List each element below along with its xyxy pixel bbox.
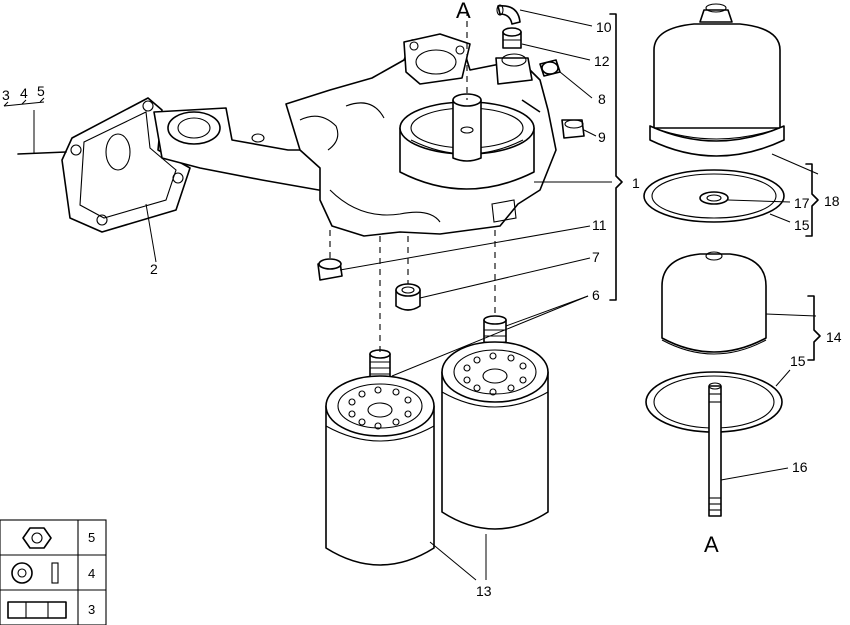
callout-2: 2 (150, 261, 158, 277)
callout-13: 13 (476, 583, 492, 599)
callout-16: 16 (792, 459, 808, 475)
callout-labels: A A 10 12 8 9 1 11 7 6 2 13 17 18 15 14 … (2, 0, 842, 599)
callout-15-lower: 15 (790, 353, 806, 369)
legend-number-5: 5 (88, 530, 95, 545)
spin-on-filter-left (325, 375, 435, 566)
plug-8 (539, 59, 561, 77)
elbow-fitting-10 (496, 4, 521, 25)
callout-9: 9 (598, 129, 606, 145)
leader-lines (145, 9, 819, 581)
sleeve-7 (395, 283, 421, 311)
callout-7: 7 (592, 249, 600, 265)
union-fitting-12 (502, 27, 522, 49)
seal-ring-15-upper (643, 169, 785, 223)
callout-12: 12 (594, 53, 610, 69)
bracket-part-14 (807, 295, 821, 361)
callout-17: 17 (794, 195, 810, 211)
callout-1: 1 (632, 175, 640, 191)
plug-11 (317, 258, 343, 281)
callout-6: 6 (592, 287, 600, 303)
filter-cartridge-14 (661, 251, 767, 355)
bracket-part-18 (805, 163, 819, 237)
legend-number-4: 4 (88, 566, 95, 581)
nipple-6-right (483, 315, 507, 347)
callout-18: 18 (824, 193, 840, 209)
washer-pin-icon (11, 562, 59, 584)
callout-11: 11 (592, 217, 607, 233)
section-marker-top: A (456, 0, 471, 23)
callout-14: 14 (826, 329, 842, 345)
callout-10: 10 (596, 19, 612, 35)
center-stud-16 (708, 382, 722, 517)
bracket-icon (7, 601, 67, 619)
filter-bowl-18 (649, 3, 785, 157)
callout-8: 8 (598, 91, 606, 107)
legend-table: 5 4 3 (0, 519, 107, 625)
bolt-9 (521, 99, 585, 139)
spin-on-filter-right (441, 341, 549, 530)
callout-3: 3 (2, 87, 10, 103)
filter-head-housing (153, 33, 557, 237)
assembly-lines (329, 10, 496, 352)
nipple-6-left (369, 349, 391, 379)
bracket-part-1 (609, 13, 623, 301)
callout-4: 4 (20, 85, 28, 101)
callout-15-upper: 15 (794, 217, 810, 233)
bolt-assembly (3, 97, 67, 155)
legend-number-3: 3 (88, 602, 95, 617)
hex-nut-icon (22, 527, 52, 549)
section-marker-bottom: A (704, 532, 719, 557)
washer-17 (699, 191, 729, 205)
callout-5: 5 (37, 83, 45, 99)
